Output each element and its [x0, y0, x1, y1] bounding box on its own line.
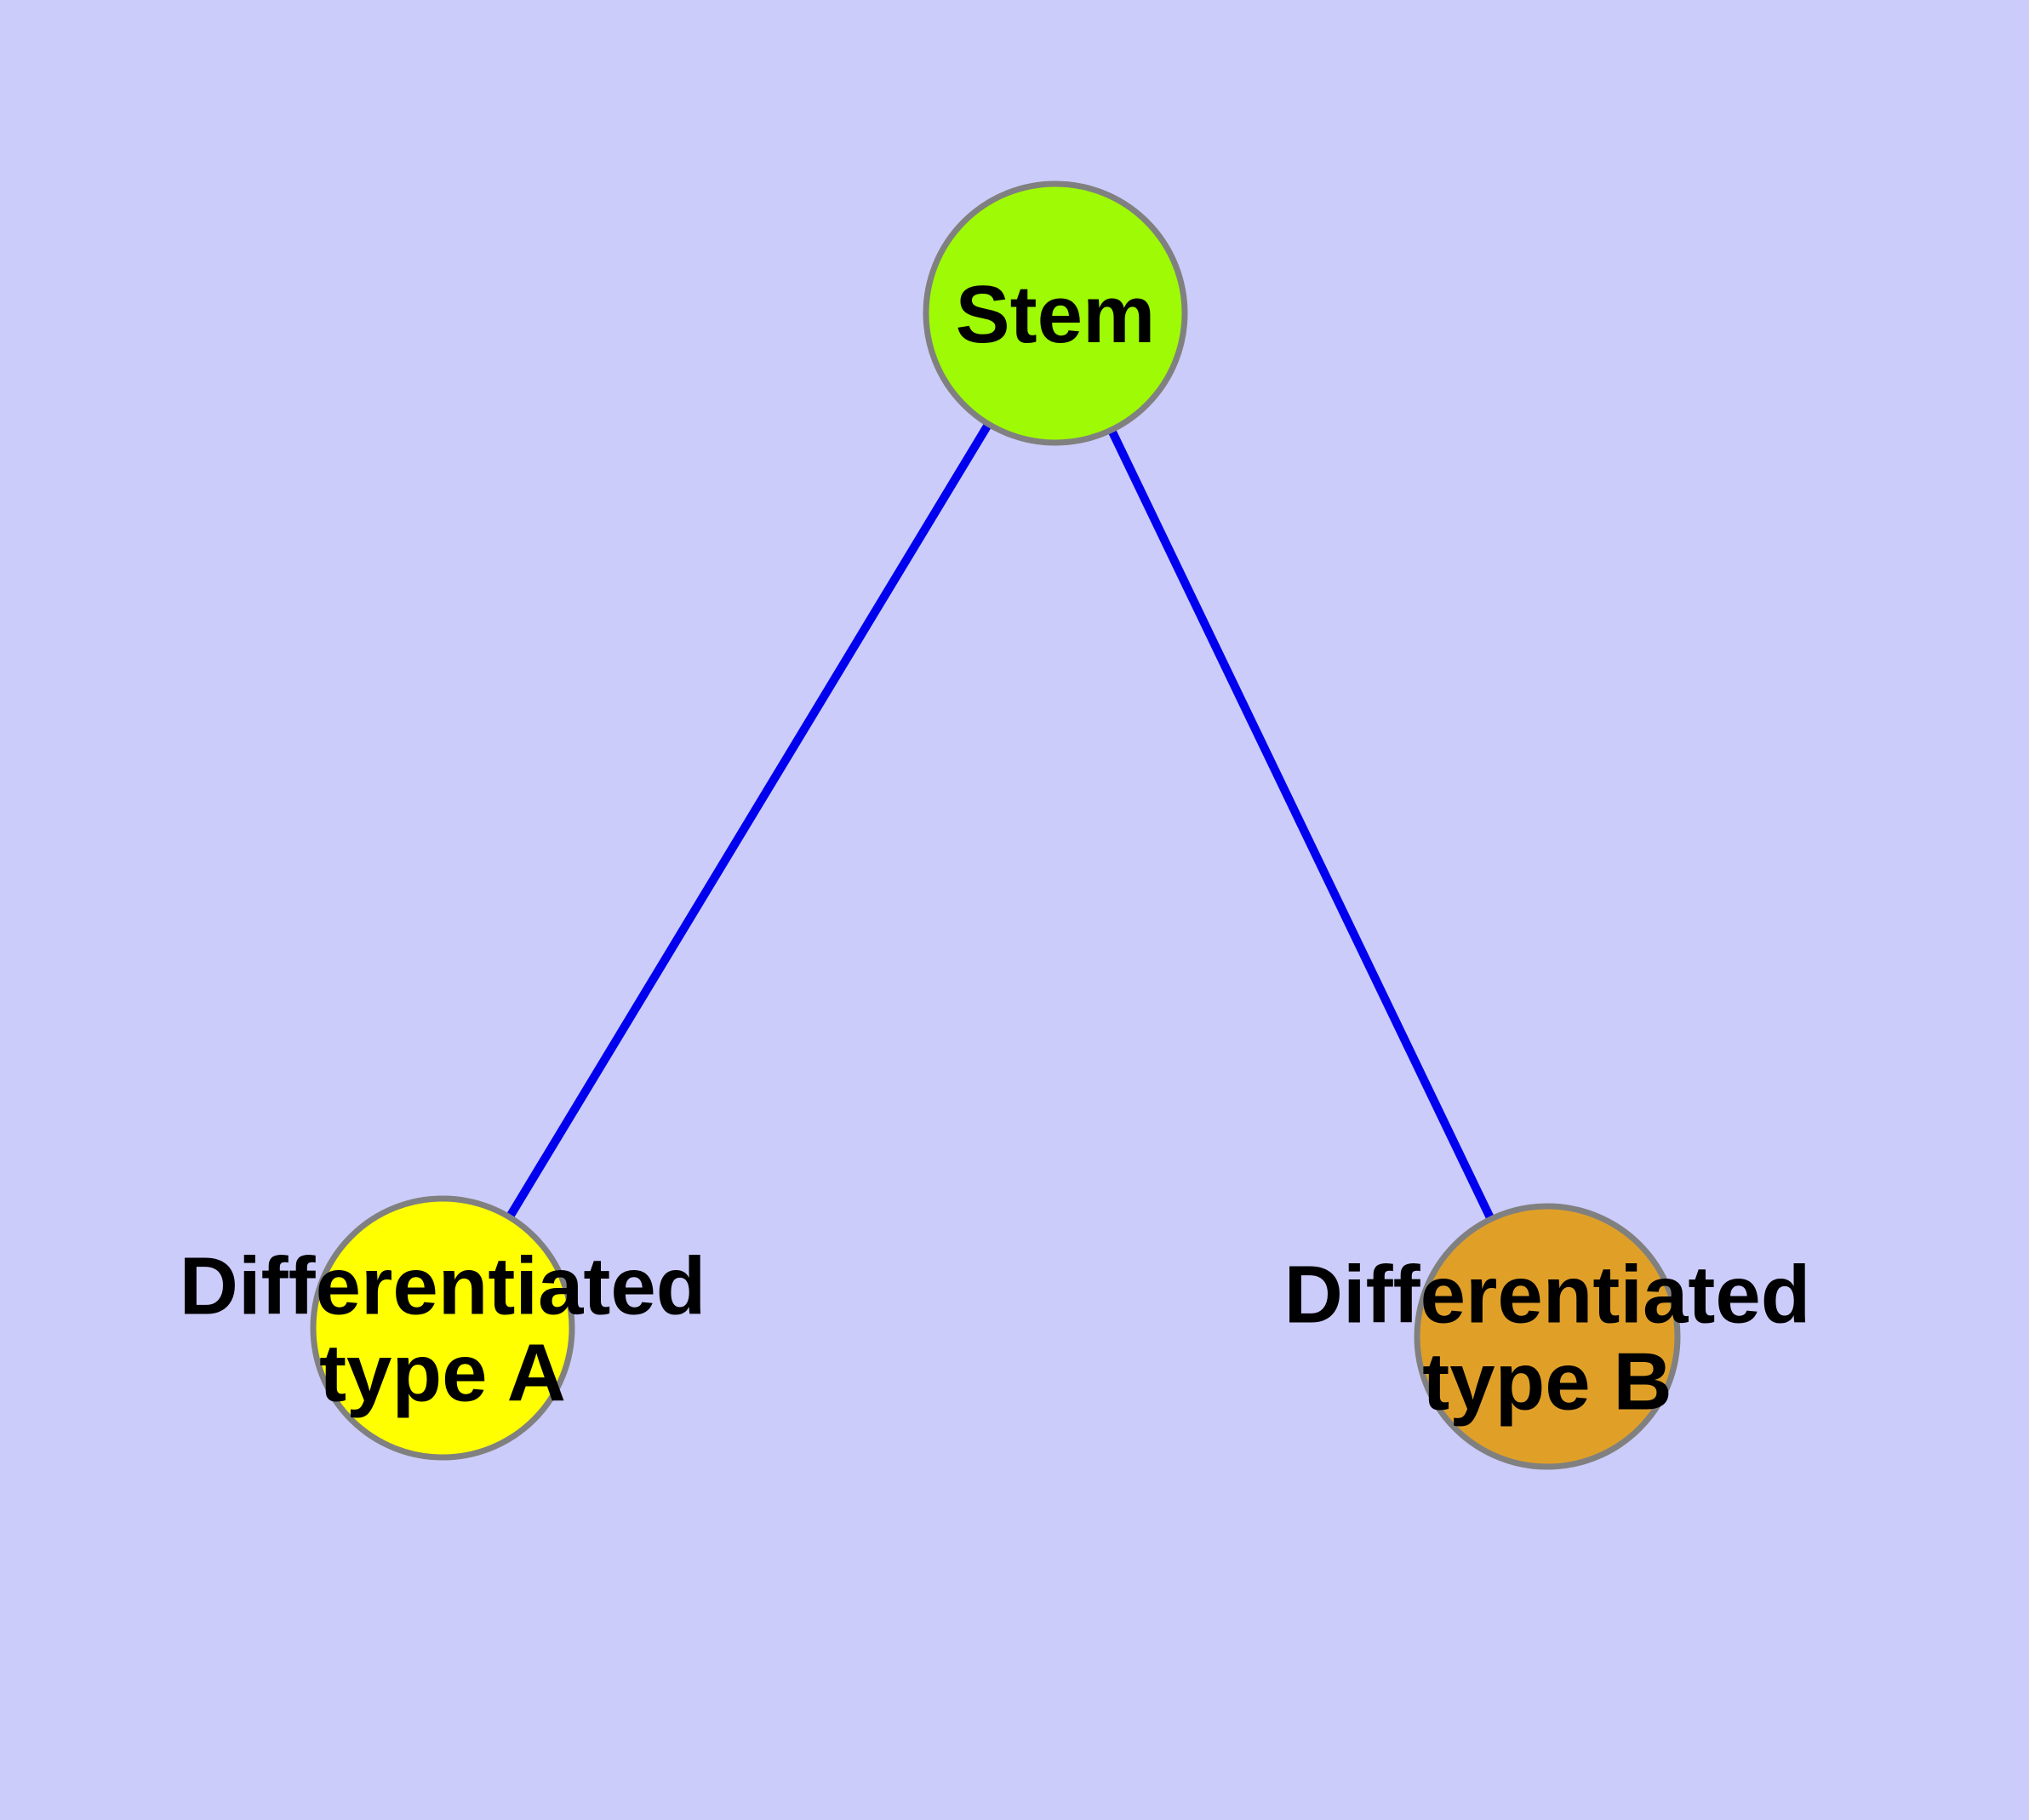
edges-layer — [438, 311, 1552, 1339]
graph-edge[interactable] — [438, 311, 1060, 1331]
graph-node-diff-a[interactable] — [310, 1195, 575, 1461]
graph-edge[interactable] — [1051, 311, 1552, 1339]
nodes-layer — [310, 180, 1681, 1470]
graph-node-stem[interactable] — [923, 180, 1188, 446]
graph-node-diff-b[interactable] — [1414, 1203, 1681, 1470]
